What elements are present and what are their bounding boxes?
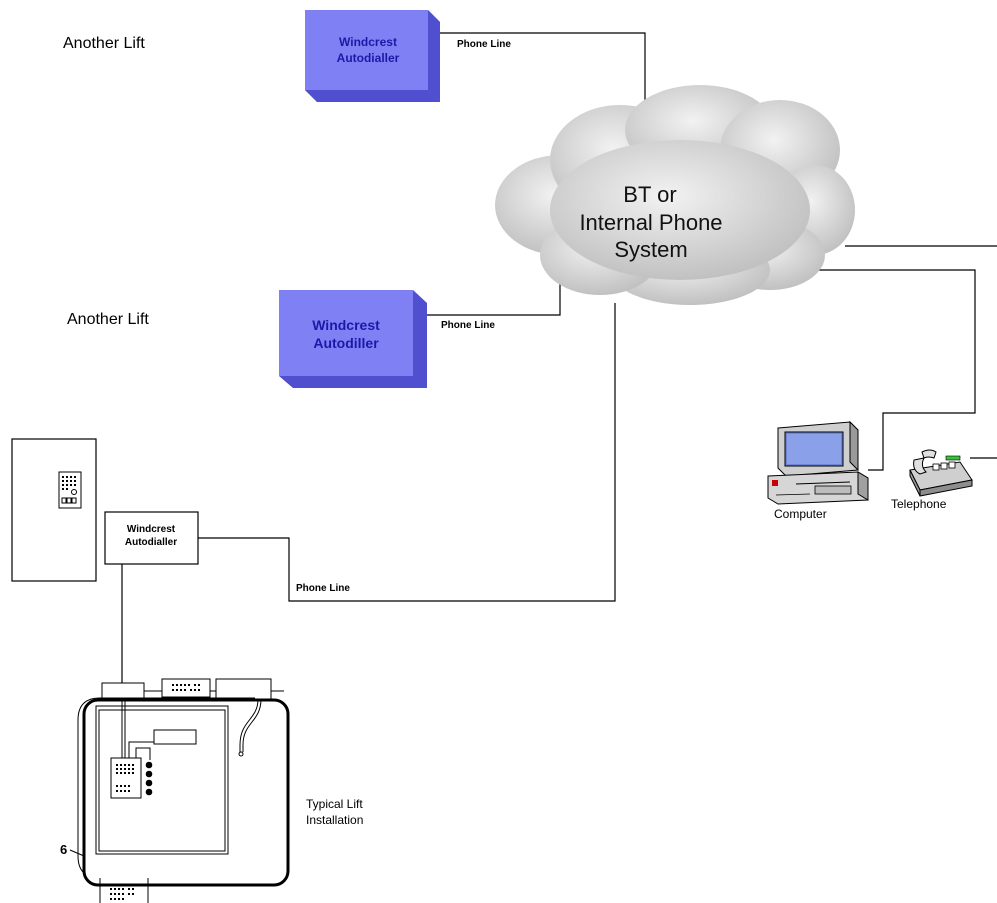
autodialler-lift-line-2: Autodialler bbox=[125, 537, 177, 548]
computer-icon: Computer bbox=[767, 420, 869, 521]
phone-line-label-top: Phone Line bbox=[457, 39, 511, 50]
connection-lines bbox=[121, 32, 997, 683]
autodialler-top-line-2: Autodialler bbox=[337, 51, 400, 65]
cloud-line-2: Internal Phone bbox=[579, 210, 722, 235]
car-keypad-icon bbox=[116, 764, 134, 792]
autodialler-box-middle: Windcrest Autodiller bbox=[279, 290, 427, 388]
typical-lift-label-line-1: Typical Lift bbox=[306, 797, 363, 811]
computer-label: Computer bbox=[774, 507, 827, 521]
callout-number: 6 bbox=[60, 842, 67, 857]
car-top-keypad-icon bbox=[172, 684, 200, 691]
phone-line-bottom bbox=[198, 303, 616, 602]
lift-landing-panel bbox=[11, 438, 97, 582]
phone-line-label-bottom: Phone Line bbox=[296, 583, 350, 594]
autodialler-middle-line-2: Autodiller bbox=[313, 335, 379, 351]
phone-line-label-middle: Phone Line bbox=[441, 320, 495, 331]
phone-line-middle bbox=[424, 280, 561, 316]
autodialler-box-top: Windcrest Autodialler bbox=[305, 10, 440, 102]
typical-lift-label-line-2: Installation bbox=[306, 813, 363, 827]
autodialler-top-line-1: Windcrest bbox=[339, 35, 397, 49]
telephone-icon: Telephone bbox=[891, 449, 973, 511]
another-lift-label-2: Another Lift bbox=[67, 311, 149, 328]
cloud-line-3: System bbox=[614, 237, 687, 262]
another-lift-label-1: Another Lift bbox=[63, 35, 145, 52]
autodialler-middle-line-1: Windcrest bbox=[312, 317, 380, 333]
cloud-line-1: BT or bbox=[623, 182, 676, 207]
autodialler-lift-line-1: Windcrest bbox=[127, 524, 176, 535]
telephone-label: Telephone bbox=[891, 497, 947, 511]
autodialler-box-lift: Windcrest Autodialler bbox=[104, 511, 199, 565]
car-button-dots bbox=[145, 761, 153, 796]
lift-car-installation: 6 bbox=[60, 678, 290, 903]
line-to-computer bbox=[815, 269, 976, 471]
keypad-icon bbox=[61, 476, 77, 504]
phone-system-cloud: BT or Internal Phone System bbox=[495, 85, 855, 305]
car-bottom-keypad-icon bbox=[110, 888, 134, 900]
